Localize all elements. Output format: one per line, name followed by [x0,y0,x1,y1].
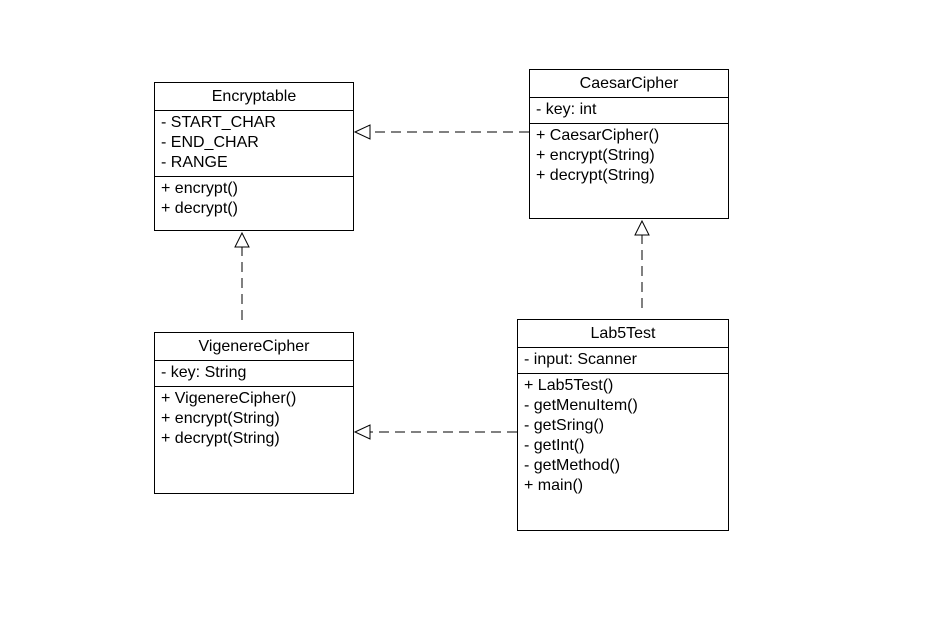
class-name: Encryptable [155,83,353,111]
connector-lab5test-to-vigenere [353,424,517,440]
operation: + main() [524,477,584,494]
attribute: - input: Scanner [524,351,637,368]
operation: - getMenuItem() [524,397,638,414]
realization-arrowhead-icon [234,231,250,248]
operation: + encrypt(String) [536,147,655,164]
attribute: - key: String [161,364,247,381]
class-box-encryptable[interactable]: Encryptable - START_CHAR - END_CHAR - RA… [154,82,354,231]
operation: + decrypt(String) [536,167,655,184]
realization-arrowhead-icon [634,219,650,236]
realization-arrowhead-icon [353,124,371,140]
attribute: - key: int [536,101,597,118]
attribute: - START_CHAR [161,114,276,131]
operation: + decrypt(String) [161,430,280,447]
operations-compartment: + CaesarCipher() + encrypt(String) + dec… [530,124,728,218]
operation: + CaesarCipher() [536,127,660,144]
attributes-compartment: - input: Scanner [518,348,728,374]
attributes-compartment: - key: String [155,361,353,387]
class-box-lab5test[interactable]: Lab5Test - input: Scanner + Lab5Test() -… [517,319,729,531]
operations-compartment: + Lab5Test() - getMenuItem() - getSring(… [518,374,728,530]
operation: + encrypt() [161,180,238,197]
class-name: VigenereCipher [155,333,353,361]
operation: + encrypt(String) [161,410,280,427]
connector-vigenere-to-encryptable [234,231,250,320]
realization-arrowhead-icon [353,424,371,440]
class-name: CaesarCipher [530,70,728,98]
attributes-compartment: - START_CHAR - END_CHAR - RANGE [155,111,353,177]
attributes-compartment: - key: int [530,98,728,124]
attribute: - END_CHAR [161,134,259,151]
connector-lab5test-to-caesar [634,219,650,308]
connector-caesar-to-encryptable [353,124,529,140]
operation: - getMethod() [524,457,621,474]
class-name: Lab5Test [518,320,728,348]
operation: + decrypt() [161,200,238,217]
operation: - getSring() [524,417,605,434]
operation: + VigenereCipher() [161,390,297,407]
operation: - getInt() [524,437,585,454]
operations-compartment: + encrypt() + decrypt() [155,177,353,230]
attribute: - RANGE [161,154,228,171]
class-box-caesarcipher[interactable]: CaesarCipher - key: int + CaesarCipher()… [529,69,729,219]
operation: + Lab5Test() [524,377,614,394]
operations-compartment: + VigenereCipher() + encrypt(String) + d… [155,387,353,493]
class-box-vigenerecipher[interactable]: VigenereCipher - key: String + VigenereC… [154,332,354,494]
